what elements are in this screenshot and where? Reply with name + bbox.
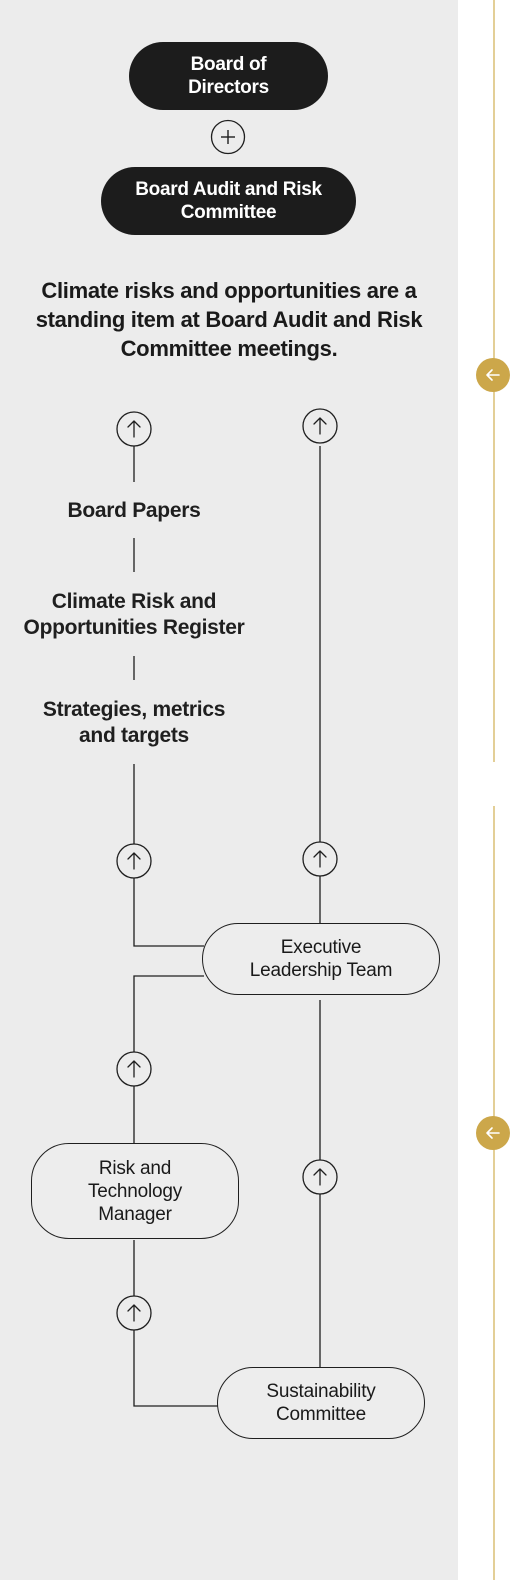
line-elt-to-risk bbox=[133, 975, 204, 1052]
flow-lines bbox=[116, 119, 338, 1407]
up-arrow-icon-elt-right bbox=[302, 841, 338, 877]
executive-label: Executive Leadership Team bbox=[249, 937, 393, 981]
plus-icon bbox=[210, 119, 246, 155]
arrow-left-icon bbox=[486, 1127, 500, 1139]
progress-rail-bottom bbox=[493, 806, 495, 1580]
line-sustainability-to-risk bbox=[133, 1330, 218, 1407]
executive-leadership-team: Executive Leadership Team bbox=[202, 923, 440, 995]
up-arrow-icon-right-top bbox=[302, 408, 338, 444]
strategies-label: Strategies, metrics and targets bbox=[42, 698, 226, 747]
sustainability-committee: Sustainability Committee bbox=[217, 1367, 425, 1439]
committee-label: Board Audit and Risk Committee bbox=[135, 179, 322, 223]
previous-button-top[interactable] bbox=[476, 358, 510, 392]
board-label: Board of Directors bbox=[188, 54, 269, 98]
diagram-panel bbox=[0, 0, 458, 1580]
board-papers-label: Board Papers bbox=[67, 499, 201, 522]
board-of-directors: Board of Directors bbox=[129, 42, 328, 110]
sustainability-label: Sustainability Committee bbox=[266, 1381, 376, 1425]
risk-technology-manager: Risk and Technology Manager bbox=[31, 1143, 239, 1239]
up-arrow-icon-sustainability-left bbox=[116, 1295, 152, 1331]
risk-manager-label: Risk and Technology Manager bbox=[87, 1157, 183, 1225]
up-arrow-icon-sustainability-right bbox=[302, 1159, 338, 1195]
previous-button-bottom[interactable] bbox=[476, 1116, 510, 1150]
up-arrow-icon-risk-manager bbox=[116, 1051, 152, 1087]
up-arrow-icon-strategies bbox=[116, 843, 152, 879]
up-arrow-icon-board-papers bbox=[116, 411, 152, 447]
board-audit-risk-committee: Board Audit and Risk Committee bbox=[101, 167, 356, 235]
committee-statement: Climate risks and opportunities are a st… bbox=[35, 278, 423, 361]
arrow-left-icon bbox=[486, 369, 500, 381]
line-elt-to-left bbox=[133, 878, 204, 947]
climate-register-label: Climate Risk and Opportunities Register bbox=[23, 590, 245, 639]
